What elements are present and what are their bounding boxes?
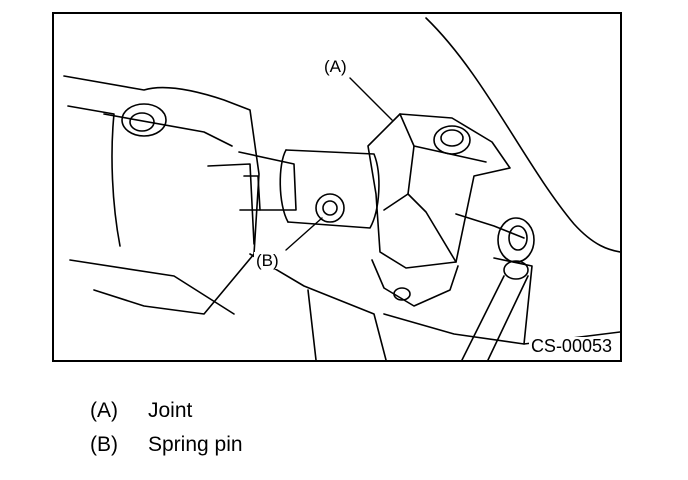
joint-bearing-cap-top-inner: [440, 129, 464, 147]
spring-pin-inner: [322, 200, 338, 216]
lower-shaft-body-2: [487, 275, 529, 360]
lower-shaft: [493, 257, 533, 345]
legend-label-b: Spring pin: [148, 433, 243, 456]
figure-code: CS-00053: [528, 336, 614, 356]
lower-structure: [249, 253, 387, 360]
column-housing-outline: [63, 75, 260, 315]
joint-bearing-cap-top: [433, 125, 471, 155]
joint-yoke-lower: [407, 193, 457, 263]
housing-rib: [103, 113, 233, 147]
callout-b: (B): [254, 251, 281, 270]
joint-bracket: [371, 259, 459, 307]
lower-shaft-end: [503, 260, 529, 280]
shaft-collar-edge: [285, 149, 380, 229]
body-panel-outline: [425, 17, 620, 253]
legend-item-a: (A) Joint: [90, 394, 243, 428]
shaft-step: [243, 175, 261, 211]
lower-shaft-body: [461, 275, 505, 360]
joint-yoke-outline: [367, 113, 511, 269]
column-housing-inner: [67, 105, 121, 247]
legend-label-a: Joint: [148, 399, 193, 422]
joint-bearing-cap-right: [497, 217, 535, 263]
leader-line-a: [349, 77, 393, 121]
leader-line-b: [285, 217, 323, 251]
legend-key-a: (A): [90, 399, 118, 422]
legend-key-b: (B): [90, 433, 118, 456]
joint-cross-link: [455, 213, 525, 239]
housing-boss-hole: [129, 112, 155, 132]
housing-lower-edge: [69, 259, 235, 315]
joint-yoke-side: [383, 145, 415, 211]
callout-a: (A): [322, 57, 349, 76]
spring-pin: [315, 193, 345, 223]
shaft-collar: [279, 149, 289, 223]
housing-boss: [121, 103, 167, 137]
shaft-upper: [238, 151, 297, 211]
illustration-frame: (A) (B) CS-00053: [52, 12, 622, 362]
legend: (A) Joint (B) Spring pin: [90, 394, 243, 462]
legend-item-b: (B) Spring pin: [90, 428, 243, 462]
housing-flange: [207, 163, 255, 245]
steering-joint-illustration: [63, 17, 620, 360]
lower-structure-2: [307, 289, 317, 360]
bracket-hole: [393, 287, 411, 301]
joint-bearing-cap-right-inner: [508, 225, 528, 251]
